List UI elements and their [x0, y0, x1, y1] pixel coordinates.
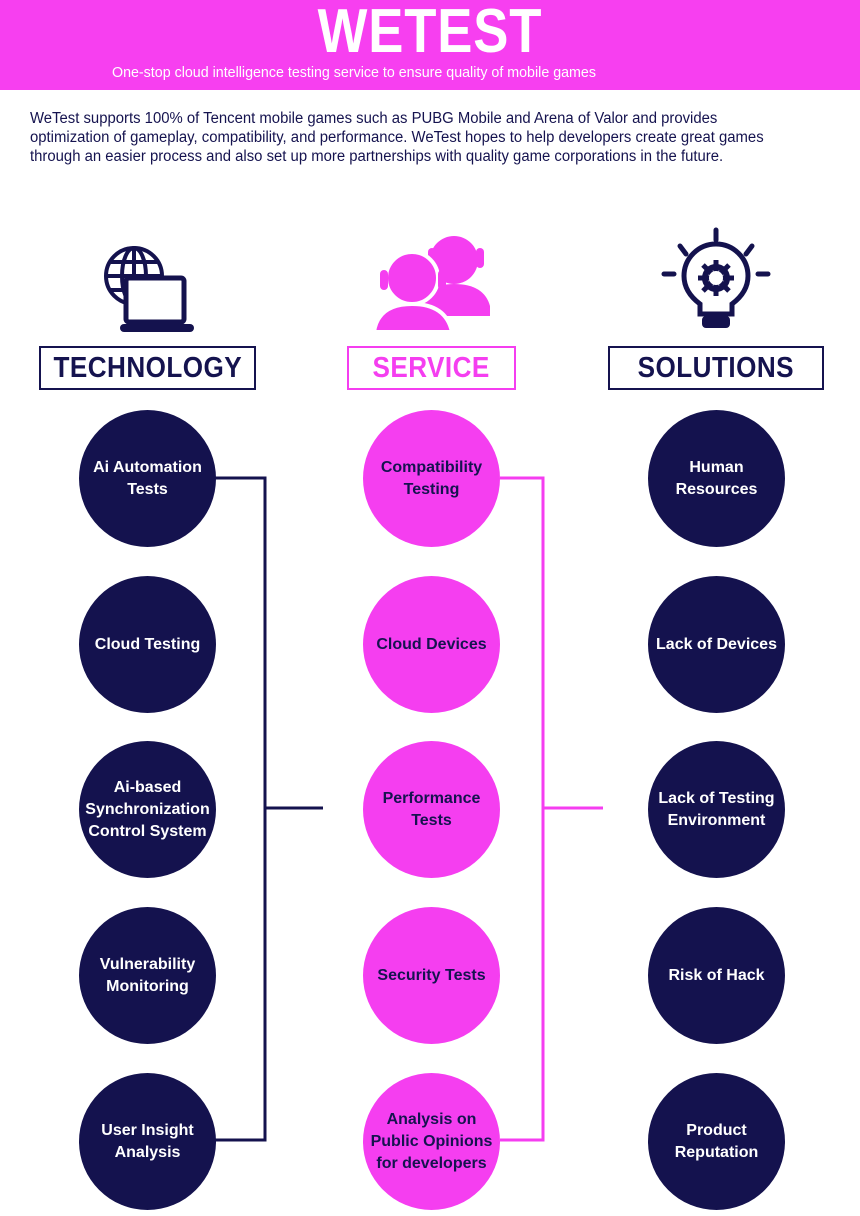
solutions-heading: SOLUTIONS [608, 346, 824, 390]
solutions-item: Risk of Hack [648, 907, 785, 1044]
intro-paragraph: WeTest supports 100% of Tencent mobile g… [30, 110, 764, 165]
technology-item: Ai-based Synchronization Control System [79, 741, 216, 878]
lightbulb-gear-icon [661, 227, 771, 328]
service-item: Security Tests [363, 907, 500, 1044]
support-agents-icon [372, 236, 490, 334]
solutions-item: Lack of Testing Environment [648, 741, 785, 878]
solutions-item: Lack of Devices [648, 576, 785, 713]
service-item: Performance Tests [363, 741, 500, 878]
service-item: Compatibility Testing [363, 410, 500, 547]
technology-bracket [215, 476, 267, 1142]
technology-item: Ai Automation Tests [79, 410, 216, 547]
service-heading-label: SERVICE [372, 351, 491, 384]
header-banner: WETEST One-stop cloud intelligence testi… [0, 0, 860, 90]
page-subtitle: One-stop cloud intelligence testing serv… [112, 64, 596, 81]
service-item: Cloud Devices [363, 576, 500, 713]
solutions-item: Human Resources [648, 410, 785, 547]
technology-heading-label: TECHNOLOGY [53, 351, 242, 384]
globe-laptop-icon [104, 246, 194, 332]
service-heading: SERVICE [347, 346, 516, 390]
service-bracket [500, 476, 545, 1142]
solutions-item: Product Reputation [648, 1073, 785, 1210]
technology-heading: TECHNOLOGY [39, 346, 256, 390]
service-item: Analysis on Public Opinions for develope… [363, 1073, 500, 1210]
technology-item: User Insight Analysis [79, 1073, 216, 1210]
page-title: WETEST [317, 0, 543, 66]
solutions-heading-label: SOLUTIONS [637, 351, 795, 384]
technology-item: Cloud Testing [79, 576, 216, 713]
technology-item: Vulnerability Monitoring [79, 907, 216, 1044]
